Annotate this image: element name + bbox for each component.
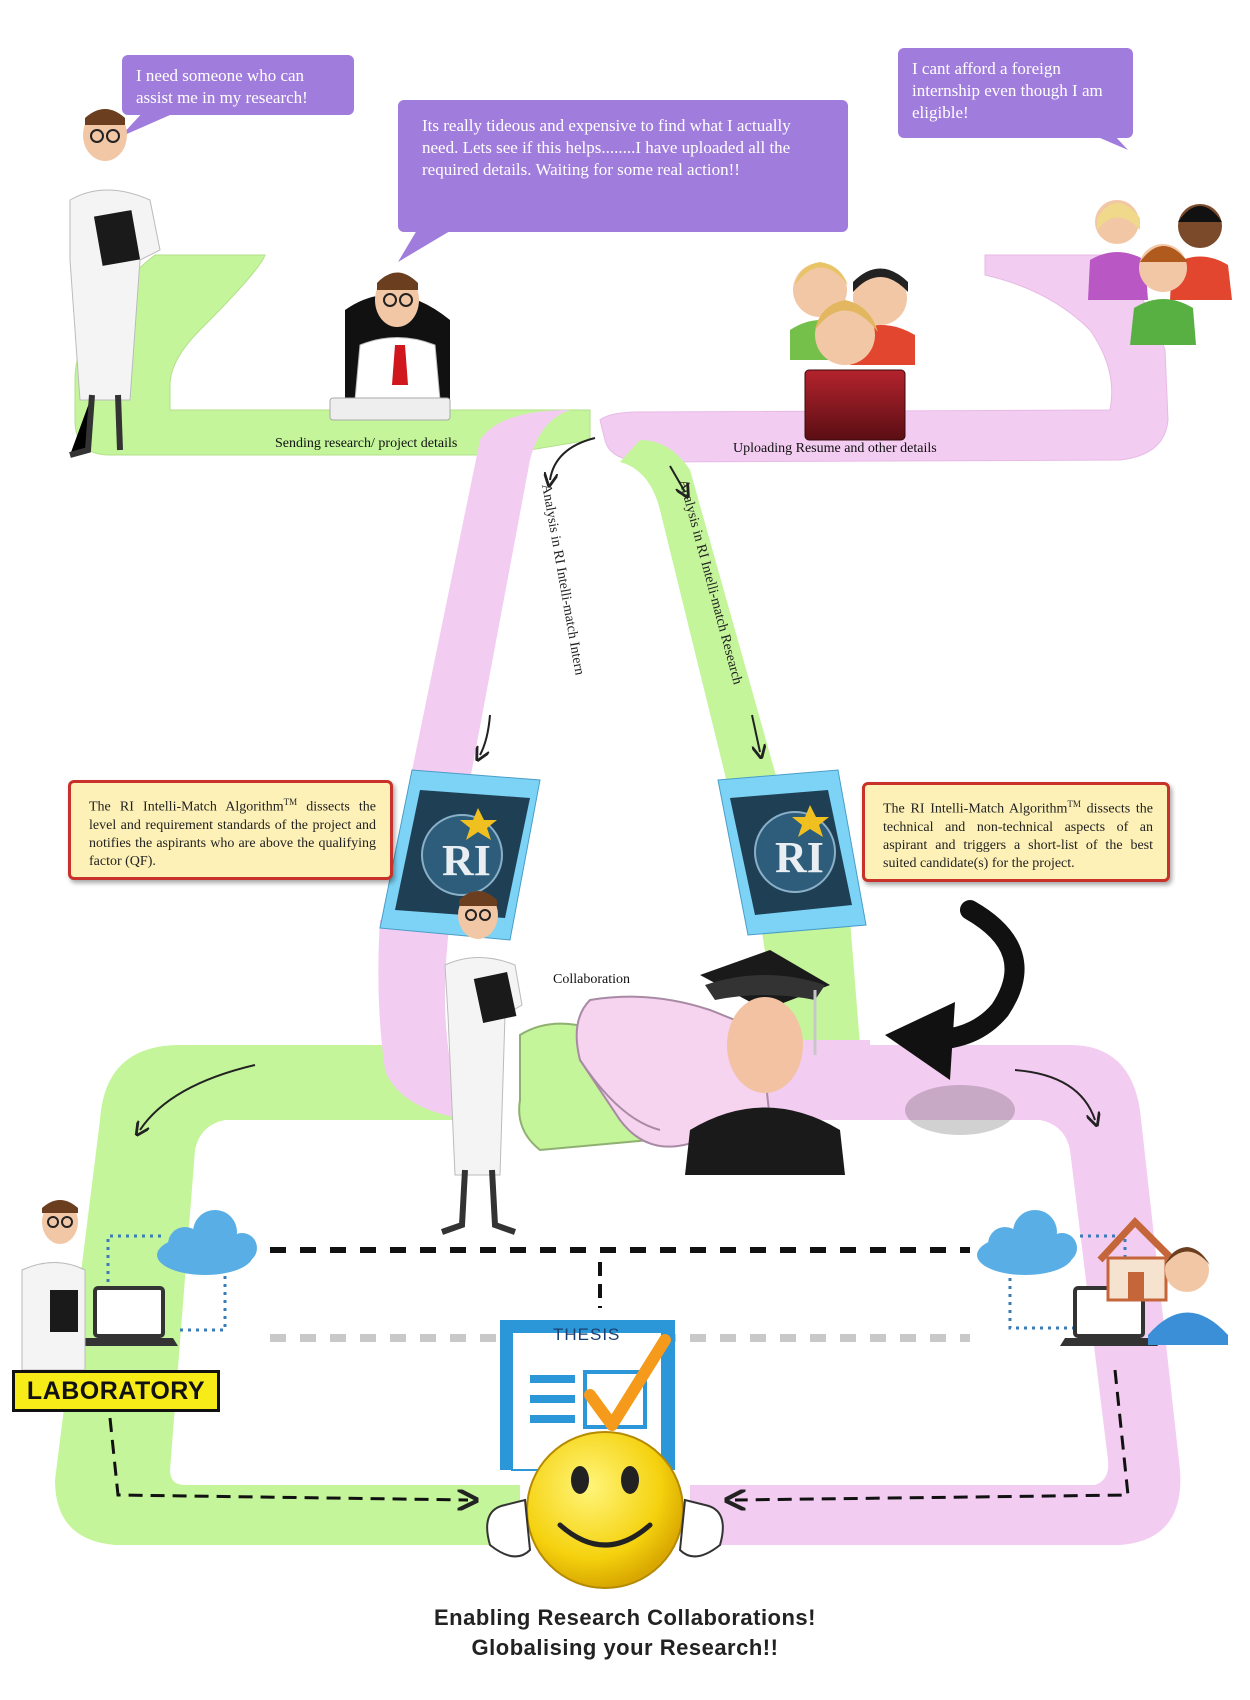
info-left-body: dissects the level and requirement stand…	[89, 799, 377, 869]
dotted-link-right-a	[1008, 1270, 1075, 1330]
info-box-intern-algorithm: The RI Intelli-Match AlgorithmTM dissect…	[68, 780, 393, 880]
green-path-descend	[620, 440, 780, 795]
info-right-body: dissects the technical and non-technical…	[883, 801, 1154, 871]
cloud-icon	[157, 1210, 257, 1275]
arrow-down-right	[669, 465, 685, 492]
curved-arrow-icon	[885, 900, 1025, 1135]
user-icon	[1148, 1247, 1228, 1345]
arrow-down-cube-left	[480, 714, 491, 755]
scientist-center-icon	[441, 891, 523, 1235]
label-sending-details: Sending research/ project details	[275, 436, 458, 451]
green-path-bottom	[55, 1045, 520, 1545]
info-right-prefix: The RI Intelli-Match Algorithm	[883, 801, 1068, 817]
bubble-tail-researcher	[120, 110, 170, 137]
label-uploading-resume: Uploading Resume and other details	[733, 441, 937, 456]
label-collaboration: Collaboration	[553, 972, 630, 987]
speech-bubble-students: I cant afford a foreign internship even …	[898, 48, 1133, 138]
office-worker-icon	[329, 272, 451, 421]
arrow-bottom-right	[1014, 1069, 1095, 1120]
dashed-arrow-right	[735, 1369, 1130, 1500]
student-group-icon	[790, 262, 915, 441]
dashed-arrow-left	[108, 1417, 468, 1500]
footer-line-2: Globalising your Research!!	[471, 1635, 779, 1660]
arrow-down-left	[550, 437, 596, 480]
ri-logo-text-right: RI	[775, 833, 824, 882]
scientist-lab-icon	[21, 1200, 86, 1371]
arrow-bottom-left	[140, 1064, 256, 1130]
dotted-link-left-b	[180, 1270, 227, 1332]
speech-bubble-center: Its really tideous and expensive to find…	[398, 100, 848, 232]
cloud-icon	[977, 1210, 1077, 1275]
scientist-icon	[69, 109, 161, 458]
info-left-tm: TM	[283, 797, 298, 807]
ri-logo-text-left: RI	[442, 836, 491, 885]
house-icon	[1097, 1216, 1178, 1302]
bubble-tail-center	[398, 225, 455, 262]
thesis-title: THESIS	[553, 1325, 621, 1344]
smiley-thumbs-up-icon	[486, 1431, 724, 1589]
graduate-icon	[685, 950, 845, 1175]
laptop-icon	[80, 1286, 178, 1346]
handshake-icon	[518, 995, 772, 1152]
pink-path-collab-left	[378, 920, 500, 1120]
people-group-icon	[1088, 200, 1232, 345]
info-right-tm: TM	[1067, 799, 1081, 809]
ri-logo-cube-icon: RI	[717, 769, 867, 936]
speech-bubble-researcher: I need someone who can assist me in my r…	[122, 55, 354, 115]
laboratory-badge: LABORATORY	[12, 1370, 220, 1412]
footer-line-1: Enabling Research Collaborations!	[433, 1605, 816, 1630]
info-box-research-algorithm: The RI Intelli-Match AlgorithmTM dissect…	[862, 782, 1170, 882]
ri-logo-cube-icon: RI	[379, 769, 541, 941]
info-left-prefix: The RI Intelli-Match Algorithm	[89, 799, 284, 815]
arrow-down-cube-right	[751, 714, 760, 752]
pink-path-descend	[410, 410, 570, 780]
